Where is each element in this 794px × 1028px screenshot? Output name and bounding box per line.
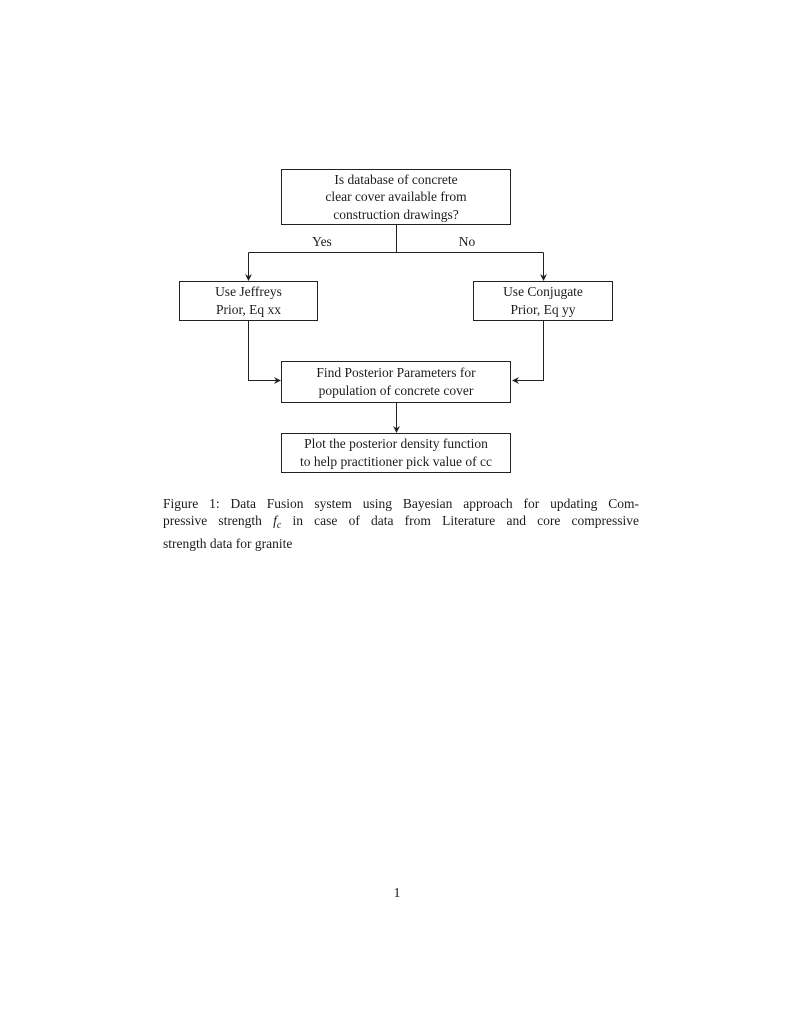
node-posterior-line-1: Find Posterior Parameters for (316, 365, 476, 380)
arrowhead-yes (245, 274, 252, 281)
flowchart-node-plot-density: Plot the posterior density function to h… (281, 433, 511, 473)
flowchart-connectors (245, 225, 547, 433)
node-conjugate-line-1: Use Conjugate (503, 284, 583, 299)
edge-conjugate-to-posterior (516, 321, 544, 381)
math-fc-subscript: c (276, 520, 282, 532)
figure-caption-line-3: strength data for granite (163, 535, 293, 551)
flowchart-node-question: Is database of concrete clear cover avai… (281, 169, 511, 225)
page-number: 1 (393, 886, 401, 901)
edge-jeffreys-to-posterior (248, 321, 277, 381)
figure-caption-line-1: Figure 1: Data Fusion system using Bayes… (163, 496, 639, 511)
node-conjugate-line-2: Prior, Eq yy (510, 302, 576, 317)
figure-caption: Figure 1: Data Fusion system using Bayes… (163, 495, 639, 552)
edge-label-yes: Yes (312, 234, 332, 249)
node-plot-line-1: Plot the posterior density function (304, 436, 488, 451)
node-question-line-2: clear cover available from (325, 189, 467, 205)
arrowhead-left-into-posterior (274, 377, 281, 384)
flowchart-node-conjugate-prior: Use Conjugate Prior, Eq yy (473, 281, 613, 321)
node-question-line-3: construction drawings? (333, 206, 459, 222)
flowchart-node-posterior-parameters: Find Posterior Parameters for population… (281, 361, 511, 403)
math-fc-symbol: f (273, 513, 277, 529)
flowchart-node-jeffreys-prior: Use Jeffreys Prior, Eq xx (179, 281, 318, 321)
arrowhead-no (540, 274, 547, 281)
caption-line2-post: in case of data from Literature and core… (292, 513, 640, 529)
figure-caption-line-2: pressive strength fc in case of data fro… (163, 512, 639, 534)
node-question-line-1: Is database of concrete (334, 171, 458, 187)
node-jeffreys-line-1: Use Jeffreys (215, 284, 282, 299)
caption-line2-pre: pressive strength (163, 513, 262, 529)
node-plot-line-2: to help practitioner pick value of cc (300, 454, 492, 469)
edge-label-no: No (458, 234, 476, 249)
node-posterior-line-2: population of concrete cover (318, 383, 474, 398)
arrowhead-right-into-posterior (512, 377, 519, 384)
flowchart-diagram: Is database of concrete clear cover avai… (0, 0, 794, 500)
node-jeffreys-line-2: Prior, Eq xx (215, 302, 282, 317)
arrowhead-into-plot (393, 426, 400, 433)
